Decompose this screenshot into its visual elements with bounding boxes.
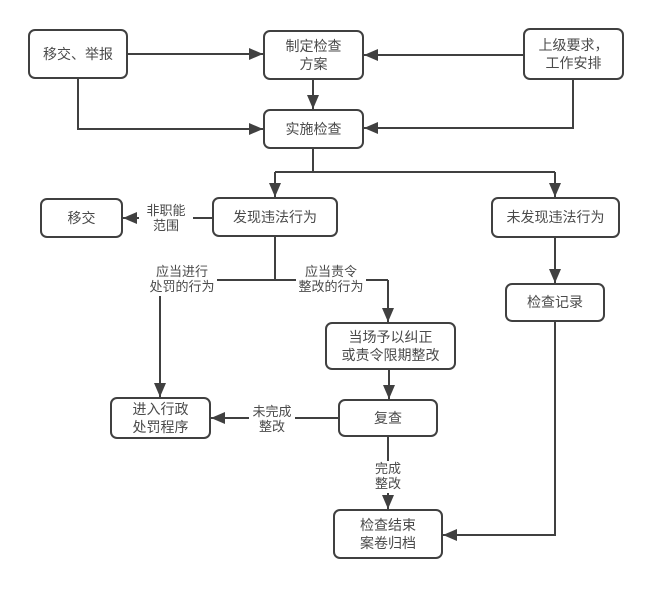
node-transfer: 移交 — [40, 198, 123, 238]
node-transfer-report: 移交、举报 — [28, 29, 128, 79]
node-inspection-record: 检查记录 — [505, 283, 605, 322]
edge-record-to-end — [443, 322, 556, 541]
node-penalty-procedure: 进入行政 处罚程序 — [110, 397, 211, 439]
node-make-plan: 制定检查 方案 — [263, 30, 364, 80]
node-end-archive: 检查结束 案卷归档 — [333, 509, 443, 559]
node-on-spot-correct: 当场予以纠正 或责令限期整改 — [325, 322, 456, 370]
node-no-violation: 未发现违法行为 — [491, 197, 620, 238]
node-superior-request: 上级要求， 工作安排 — [523, 28, 624, 80]
edge-label-should-rectify: 应当责令 整改的行为 — [296, 264, 366, 296]
edge-report-to-implement — [77, 77, 263, 135]
edge-label-rectify-done: 完成 整改 — [371, 461, 405, 493]
edge-label-should-punish: 应当进行 处罚的行为 — [147, 264, 217, 296]
edge-label-non-function-scope: 非职能 范围 — [139, 203, 193, 235]
edge-label-rectify-not-done: 未完成 整改 — [249, 404, 295, 436]
node-implement-inspection: 实施检查 — [263, 109, 364, 149]
node-recheck: 复查 — [338, 399, 438, 437]
node-found-violation: 发现违法行为 — [212, 197, 338, 237]
edge-superior-to-implement — [364, 80, 574, 134]
